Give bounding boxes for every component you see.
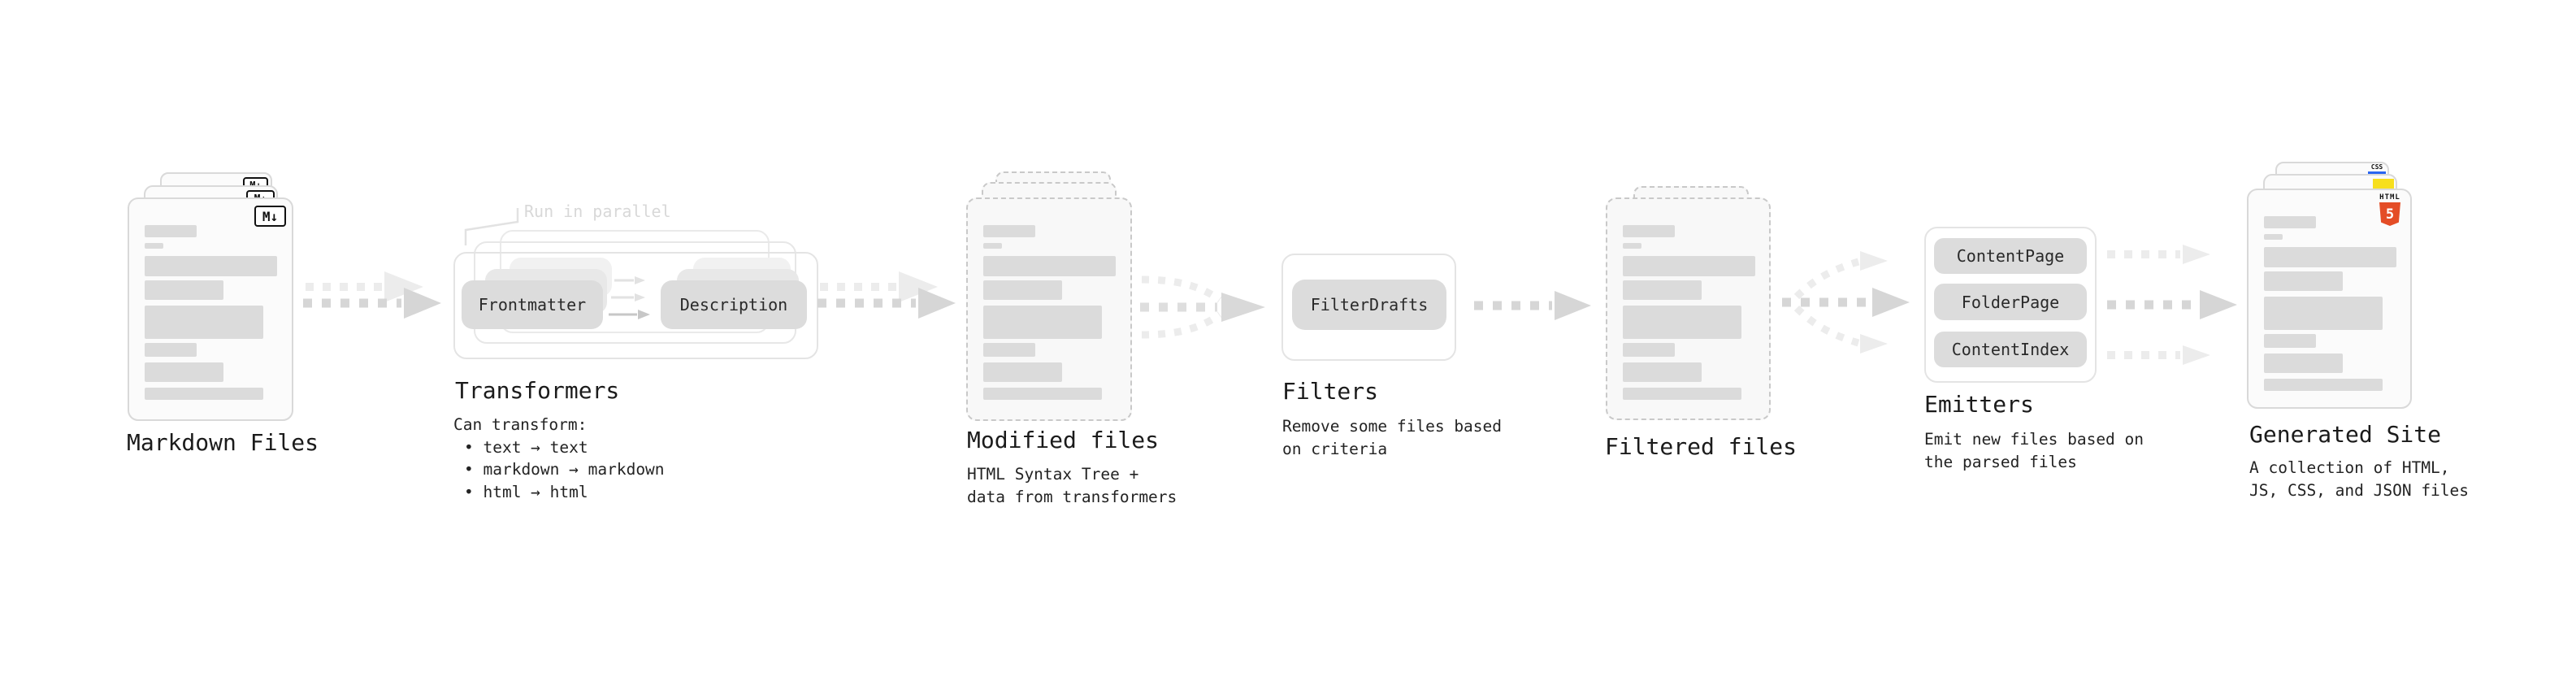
stage-title-generated-site: Generated Site [2249, 421, 2442, 448]
doc-content-bar [1623, 243, 1641, 249]
emitters-frame [1924, 227, 2097, 383]
arrow-emitters-to-generated [2107, 245, 2237, 365]
doc-content-bar [145, 388, 263, 400]
markdown-icon: M↓ [254, 206, 286, 227]
desc-line: the parsed files [1924, 452, 2077, 471]
doc-content-bar [1623, 362, 1702, 382]
filters-frame [1281, 254, 1456, 361]
arrow-modified-to-filters [1140, 275, 1265, 339]
filtered-doc-front [1606, 197, 1771, 420]
emitters-description: Emit new files based on the parsed files [1924, 428, 2144, 473]
doc-content-bar [2264, 334, 2316, 348]
generated-description: A collection of HTML, JS, CSS, and JSON … [2249, 457, 2469, 501]
stage-title-emitters: Emitters [1924, 391, 2034, 418]
desc-line: • text → text [464, 437, 588, 457]
doc-content-bar [145, 243, 163, 249]
doc-content-bar [1623, 343, 1675, 357]
doc-content-bar [2264, 247, 2396, 267]
doc-content-bar [983, 362, 1062, 382]
modified-doc-front [966, 197, 1132, 421]
arrow-transformers-to-modified [817, 271, 956, 319]
doc-content-bar [1623, 280, 1702, 300]
markdown-doc-front [128, 197, 293, 421]
css-icon-label: CSS [2370, 163, 2383, 171]
desc-line: A collection of HTML, [2249, 458, 2450, 477]
desc-line: on criteria [1282, 439, 1388, 458]
contentpage-pill: ContentPage [1934, 238, 2087, 274]
description-pill: Description [661, 280, 807, 329]
doc-content-bar [983, 343, 1035, 357]
doc-content-bar [983, 280, 1062, 300]
doc-content-bar [145, 306, 263, 339]
folderpage-pill: FolderPage [1934, 284, 2087, 320]
generated-doc-front [2247, 189, 2412, 409]
doc-content-bar [145, 362, 223, 382]
desc-line: Remove some files based [1282, 417, 1503, 436]
doc-content-bar [2264, 297, 2383, 330]
html5-icon: HTML 5 [2377, 193, 2403, 226]
filterdrafts-pill: FilterDrafts [1292, 280, 1446, 330]
doc-content-bar [983, 256, 1116, 276]
run-in-parallel-note: Run in parallel [524, 202, 671, 221]
filters-description: Remove some files based on criteria [1282, 415, 1502, 460]
js-icon [2373, 179, 2394, 190]
desc-line: • html → html [464, 482, 588, 501]
doc-content-bar [145, 256, 277, 276]
html5-icon-number: 5 [2385, 206, 2395, 223]
stage-title-modified-files: Modified files [967, 427, 1160, 453]
parallel-mini-arrows [609, 276, 650, 319]
arrow-filtered-to-emitters [1782, 251, 1910, 354]
modified-description: HTML Syntax Tree + data from transformer… [967, 463, 1177, 508]
doc-content-bar [983, 388, 1102, 400]
css-icon-bar [2368, 171, 2386, 176]
doc-content-bar [1623, 306, 1741, 339]
desc-line: Emit new files based on [1924, 430, 2144, 449]
doc-content-bar [2264, 354, 2343, 373]
desc-line: • markdown → markdown [464, 460, 665, 479]
doc-content-bar [1623, 256, 1755, 276]
desc-line: Can transform: [453, 415, 588, 434]
doc-content-bar [145, 343, 197, 357]
html5-icon-label: HTML [2379, 193, 2400, 202]
transformers-description: Can transform: • text → text • markdown … [453, 414, 665, 503]
doc-content-bar [983, 225, 1035, 237]
arrow-filters-to-filtered [1474, 291, 1591, 320]
doc-content-bar [1623, 225, 1675, 237]
doc-content-bar [983, 306, 1102, 339]
doc-content-bar [145, 225, 197, 237]
doc-content-bar [2264, 271, 2343, 291]
doc-content-bar [983, 243, 1002, 249]
stage-title-transformers: Transformers [455, 377, 620, 404]
css-icon: CSS [2367, 164, 2387, 176]
desc-line: HTML Syntax Tree + [967, 465, 1139, 484]
doc-content-bar [2264, 234, 2283, 240]
stage-title-markdown-files: Markdown Files [127, 429, 319, 456]
doc-content-bar [145, 280, 223, 300]
stage-title-filtered-files: Filtered files [1605, 433, 1798, 460]
doc-content-bar [2264, 216, 2316, 228]
doc-content-bar [1623, 388, 1741, 400]
contentindex-pill: ContentIndex [1934, 332, 2087, 367]
doc-content-bar [2264, 379, 2383, 391]
stage-title-filters: Filters [1282, 378, 1379, 405]
note-callout-line [464, 208, 519, 245]
arrow-markdown-to-transformers [303, 271, 441, 319]
desc-line: JS, CSS, and JSON files [2249, 480, 2470, 500]
frontmatter-pill: Frontmatter [462, 280, 603, 329]
desc-line: data from transformers [967, 487, 1177, 506]
